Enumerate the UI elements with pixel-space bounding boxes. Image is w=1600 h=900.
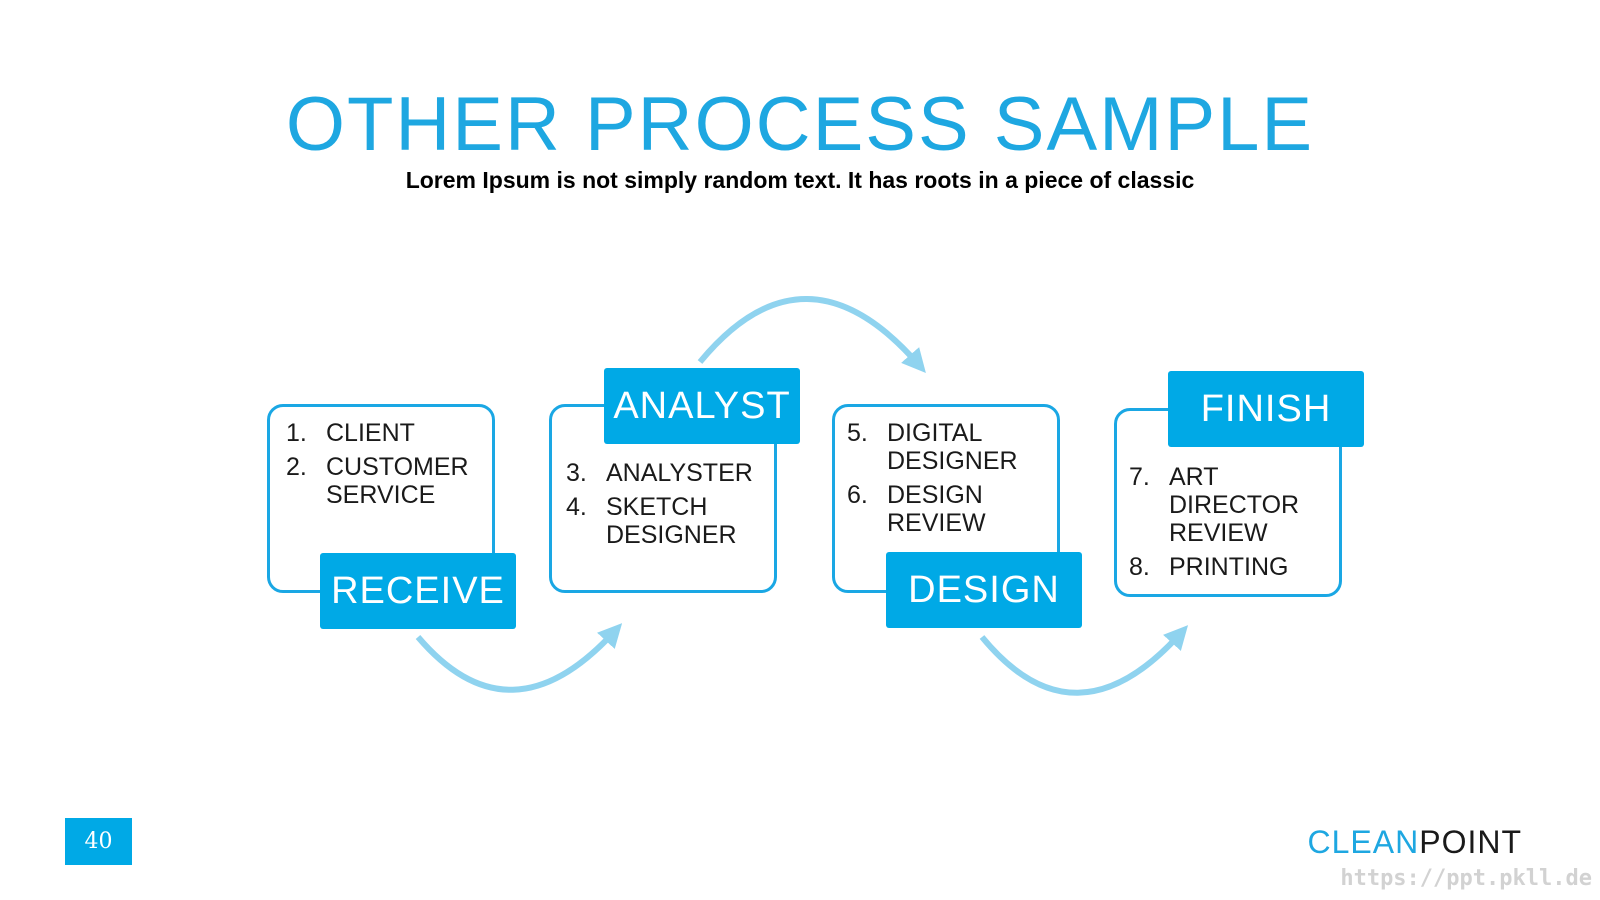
brand-part-clean: CLEAN [1307, 824, 1420, 860]
stage-label-design: DESIGN [886, 552, 1082, 628]
list-item: 7. ART DIRECTOR REVIEW [1129, 463, 1300, 547]
list-item: 2. CUSTOMER SERVICE [286, 453, 469, 509]
stage-list-design: 5. DIGITAL DESIGNER 6. DESIGN REVIEW [847, 419, 1018, 543]
list-item: 3. ANALYSTER [566, 459, 753, 487]
slide-title: OTHER PROCESS SAMPLE [285, 82, 1315, 167]
stage-list-analyst: 3. ANALYSTER 4. SKETCH DESIGNER [566, 459, 753, 555]
stage-label-analyst: ANALYST [604, 368, 800, 444]
arrow-analyst-to-design [697, 296, 926, 374]
stage-list-finish: 7. ART DIRECTOR REVIEW 8. PRINTING [1129, 463, 1299, 587]
brand-logo: CLEANPOINT [1308, 824, 1522, 861]
stage-label-receive: RECEIVE [320, 553, 516, 629]
stage-list-receive: 1. CLIENT 2. CUSTOMER SERVICE [286, 419, 469, 515]
brand-part-point: POINT [1419, 824, 1522, 860]
list-item: 6. DESIGN REVIEW [847, 481, 986, 537]
list-item: 8. PRINTING [1129, 553, 1289, 581]
list-item: 1. CLIENT [286, 419, 415, 447]
arrow-design-to-finish [979, 625, 1189, 696]
list-item: 4. SKETCH DESIGNER [566, 493, 737, 549]
arrow-receive-to-analyst [415, 623, 623, 693]
watermark-url: https://ppt.pkll.de [1340, 866, 1592, 891]
slide-subtitle: Lorem Ipsum is not simply random text. I… [405, 167, 1195, 193]
page-number: 40 [65, 818, 132, 865]
list-item: 5. DIGITAL DESIGNER [847, 419, 1018, 475]
stage-label-finish: FINISH [1168, 371, 1364, 447]
